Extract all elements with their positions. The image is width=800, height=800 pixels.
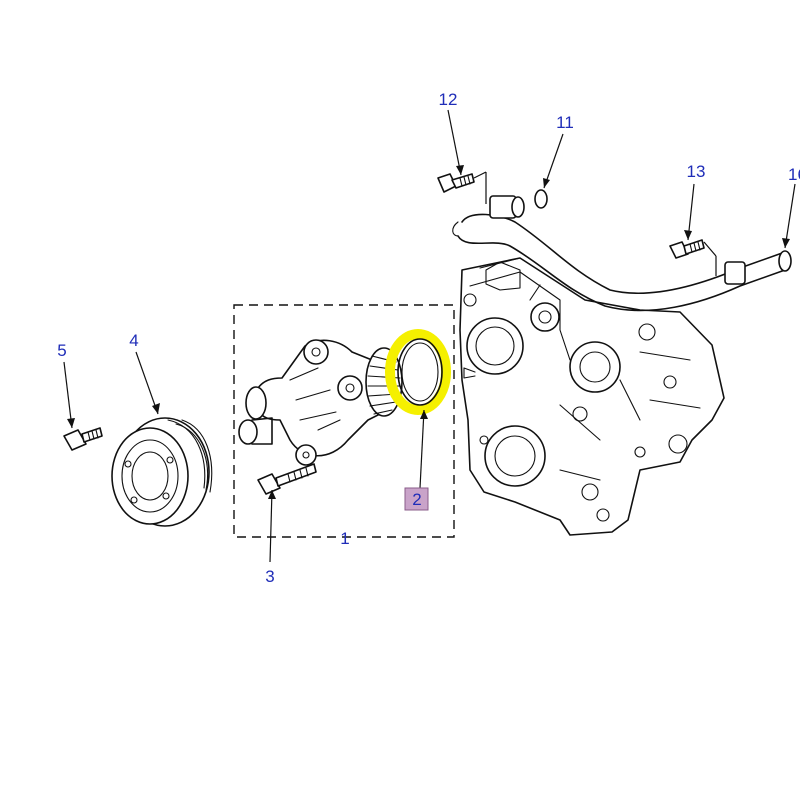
- callout-11[interactable]: 11: [556, 113, 574, 132]
- callout-16[interactable]: 16: [788, 165, 800, 184]
- callout-1[interactable]: 1: [340, 529, 349, 548]
- assembly-dashed-outline: [233, 304, 455, 538]
- bolt-12: [437, 171, 487, 193]
- callout-2[interactable]: 2: [412, 490, 421, 509]
- callout-2-highlight-box: [404, 487, 429, 511]
- timing-cover: [459, 257, 725, 536]
- callout-5[interactable]: 5: [57, 341, 66, 360]
- callout-4[interactable]: 4: [129, 331, 138, 350]
- water-pump-assembly: [233, 304, 455, 538]
- leader-arrowheads: [67, 165, 790, 499]
- gasket-2: [385, 329, 451, 415]
- bolt-13: [669, 239, 717, 259]
- callout-12[interactable]: 12: [439, 90, 458, 109]
- callout-3[interactable]: 3: [265, 567, 274, 586]
- callout-13[interactable]: 13: [687, 162, 706, 181]
- o-ring-11: [534, 189, 548, 209]
- gasket-highlight: [385, 329, 451, 415]
- leader-lines: [63, 109, 796, 563]
- bolt-3: [257, 463, 317, 495]
- coolant-pipe: [452, 172, 792, 312]
- bolt-5: [63, 427, 103, 451]
- pulley-4: [111, 417, 213, 527]
